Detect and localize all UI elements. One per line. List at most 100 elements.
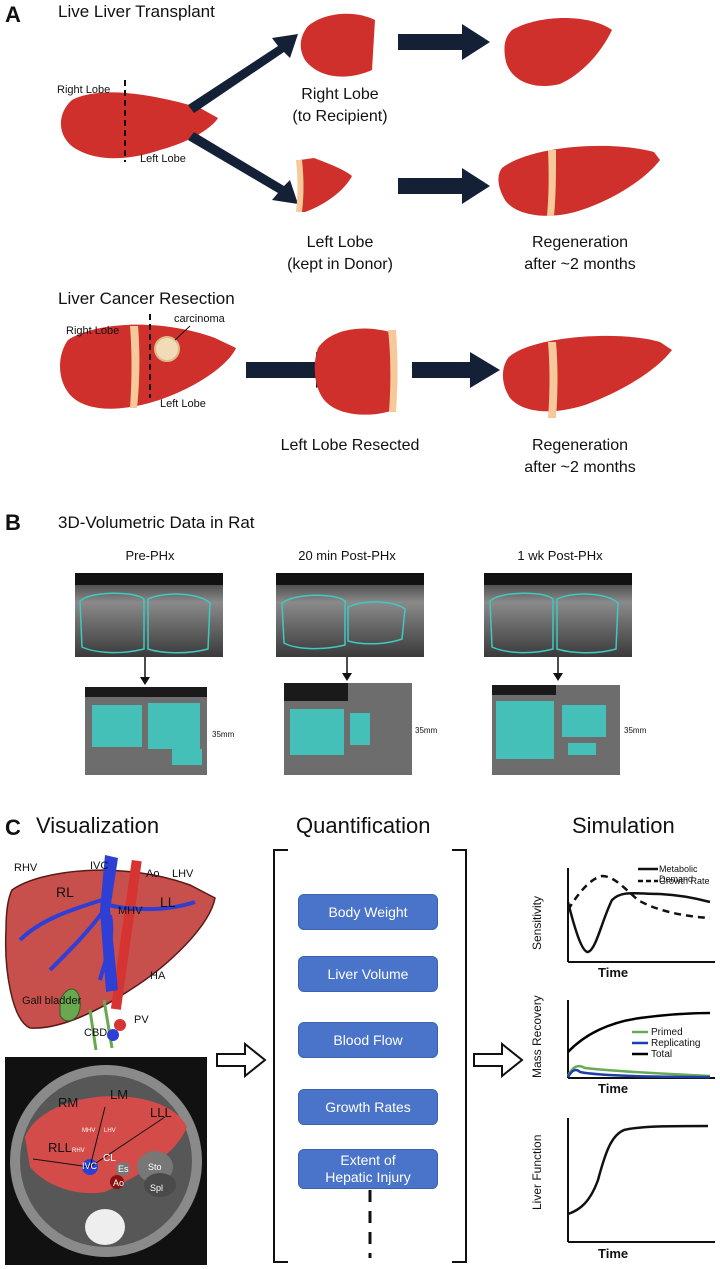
plot2-ylabel: Mass Recovery	[530, 995, 544, 1078]
legend-metabolic-demand: Metabolic Demand	[659, 864, 698, 884]
quant-hepatic-injury-line1: Extent of	[340, 1152, 396, 1168]
label-ll: LL	[160, 894, 176, 910]
caption-regeneration-2: Regeneration	[531, 437, 629, 454]
us-frame-1wk	[484, 573, 632, 657]
label-rhv: RHV	[14, 862, 38, 874]
arrow-right-1	[398, 24, 490, 60]
ct-label-lhv: LHV	[104, 1128, 116, 1134]
ct-label-sto: Sto	[148, 1162, 162, 1172]
left-lobe-label: Left Lobe	[140, 153, 186, 165]
resected-liver	[314, 328, 394, 415]
plot3-ylabel: Liver Function	[530, 1134, 544, 1210]
plot3-xlabel: Time	[598, 1246, 629, 1261]
whole-liver-resection	[60, 324, 237, 409]
liver-anatomy-diagram	[4, 855, 216, 1051]
growth-rate-curve	[566, 874, 711, 920]
visualization-title: Visualization	[36, 813, 160, 838]
scale-label-1wk: 35mm	[624, 726, 647, 735]
simulation-title: Simulation	[572, 813, 675, 838]
arrow-right-4	[412, 352, 500, 388]
label-gall-bladder: Gall bladder	[22, 995, 82, 1007]
scale-label-20min: 35mm	[415, 726, 438, 735]
plot1-ylabel: Sensitivity	[530, 895, 544, 950]
ct-label-rm: RM	[58, 1095, 79, 1110]
scale-label-pre: 35mm	[212, 730, 235, 739]
right-lobe-label: Right Lobe	[57, 84, 111, 96]
ct-label-mhv: MHV	[82, 1128, 96, 1134]
quant-blood-flow: Blood Flow	[298, 1022, 438, 1058]
label-ivc: IVC	[90, 860, 109, 872]
resection-title: Liver Cancer Resection	[58, 289, 235, 308]
quant-growth-rates: Growth Rates	[298, 1089, 438, 1125]
whole-liver-transplant	[60, 92, 218, 159]
regenerated-liver-1	[498, 145, 660, 216]
col-title-20min: 20 min Post-PHx	[298, 548, 396, 563]
ct-label-cl: CL	[103, 1153, 116, 1164]
panel-b-title: 3D-Volumetric Data in Rat	[58, 513, 255, 532]
hollow-arrow-2	[473, 1041, 524, 1079]
label-pv: PV	[134, 1014, 149, 1026]
panel-b-letter: B	[5, 510, 21, 535]
caption-left-lobe-resected: Left Lobe Resected	[280, 437, 420, 454]
label-mhv: MHV	[118, 905, 143, 917]
us-frame-pre	[75, 573, 223, 657]
quant-body-weight: Body Weight	[298, 894, 438, 930]
ct-scan-image	[5, 1057, 207, 1265]
arrow-right-2	[398, 168, 490, 204]
legend-replicating: Replicating	[651, 1038, 701, 1049]
caption-kept-in-donor: (kept in Donor)	[287, 256, 393, 273]
total-curve	[567, 1011, 711, 1053]
quantification-title: Quantification	[296, 813, 431, 838]
ct-label-rhv: RHV	[72, 1148, 85, 1154]
legend-primed: Primed	[651, 1027, 683, 1038]
carcinoma-label: carcinoma	[174, 313, 225, 325]
quant-hepatic-injury: Extent of Hepatic Injury	[298, 1149, 438, 1189]
replicating-curve	[566, 1068, 711, 1079]
simulation-plots	[566, 867, 715, 1243]
label-ao: Ao	[146, 868, 160, 880]
col-title-pre: Pre-PHx	[125, 548, 175, 563]
metabolic-demand-curve	[566, 892, 711, 954]
caption-regeneration-2b: after ~2 months	[524, 459, 636, 476]
primed-curve	[566, 1064, 711, 1078]
carcinoma-mass	[154, 336, 180, 362]
ct-label-lm: LM	[110, 1087, 129, 1102]
legend-total: Total	[651, 1049, 673, 1060]
caption-regeneration-1: Regeneration	[531, 234, 629, 251]
caption-left-lobe: Left Lobe	[306, 234, 374, 251]
res-left-lobe-label: Left Lobe	[160, 398, 206, 410]
right-lobe-piece	[300, 13, 375, 77]
quant-liver-volume: Liver Volume	[298, 956, 438, 992]
ct-label-ivc: IVC	[82, 1161, 98, 1171]
caption-right-lobe: Right Lobe	[301, 86, 379, 103]
ct-label-ao: Ao	[113, 1178, 125, 1188]
legend-growth-rate: Growth Rate	[659, 876, 710, 886]
ct-label-es: Es	[118, 1164, 129, 1174]
regenerated-liver-2	[502, 335, 672, 412]
plot1-xlabel: Time	[598, 965, 629, 980]
regenerated-right-lobe	[504, 18, 612, 86]
ct-label-rll: RLL	[48, 1140, 72, 1155]
label-rl: RL	[56, 884, 74, 900]
ct-label-lll: LLL	[150, 1105, 172, 1120]
res-right-lobe-label: Right Lobe	[66, 325, 120, 337]
label-lhv: LHV	[172, 868, 194, 880]
panel-b-graphics	[75, 573, 632, 775]
left-lobe-piece	[300, 158, 352, 212]
caption-regeneration-1b: after ~2 months	[524, 256, 636, 273]
quantification-bracket	[273, 849, 467, 1263]
label-cbd: CBD	[84, 1027, 108, 1039]
us-frame-20min	[276, 573, 424, 657]
arrow-up-right	[188, 34, 298, 113]
label-ha: HA	[150, 970, 166, 982]
arrow-down-right	[188, 132, 298, 204]
panel-c-letter: C	[5, 815, 21, 840]
ct-label-spl: Spl	[150, 1183, 164, 1193]
col-title-1wk: 1 wk Post-PHx	[517, 548, 603, 563]
caption-to-recipient: (to Recipient)	[292, 108, 388, 125]
hollow-arrow-1	[216, 1041, 267, 1079]
panel-a-graphics	[60, 13, 672, 418]
quant-hepatic-injury-line2: Hepatic Injury	[325, 1169, 411, 1185]
plot2-xlabel: Time	[598, 1081, 629, 1096]
liver-function-curve	[567, 1124, 709, 1216]
